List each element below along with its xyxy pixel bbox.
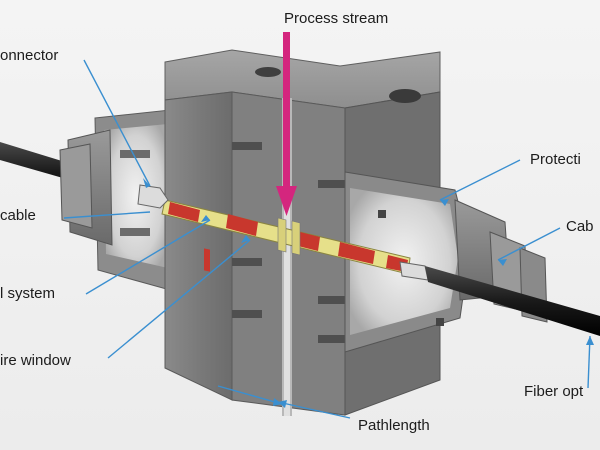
arrowheads <box>143 178 594 408</box>
leader-sapphire-window <box>107 239 251 359</box>
label-sapphire-window: ire window <box>0 352 71 369</box>
leader-connector <box>83 59 151 187</box>
leader-optical-system <box>85 219 211 295</box>
leader-protection <box>439 159 521 201</box>
label-cable: cable <box>0 207 36 224</box>
leader-cable <box>63 211 151 219</box>
label-fiber-optic: Fiber opt <box>524 383 584 400</box>
label-optical-system: l system <box>0 285 56 302</box>
leader-lines <box>63 59 591 419</box>
left-connector <box>137 184 169 209</box>
label-protection: Protecti <box>530 151 581 168</box>
label-cable-right: Cab <box>566 218 594 235</box>
leader-cable-right <box>497 227 561 261</box>
label-pathlength: Pathlength <box>358 417 430 434</box>
label-connector: onnector <box>0 47 59 64</box>
process-stream-arrow <box>276 32 297 216</box>
left-housing <box>59 109 171 291</box>
leader-pathlength <box>277 401 351 419</box>
label-process-stream: Process stream <box>284 10 389 27</box>
pathlength-bracket-left <box>217 385 283 405</box>
right-fiber-cable <box>399 261 600 336</box>
